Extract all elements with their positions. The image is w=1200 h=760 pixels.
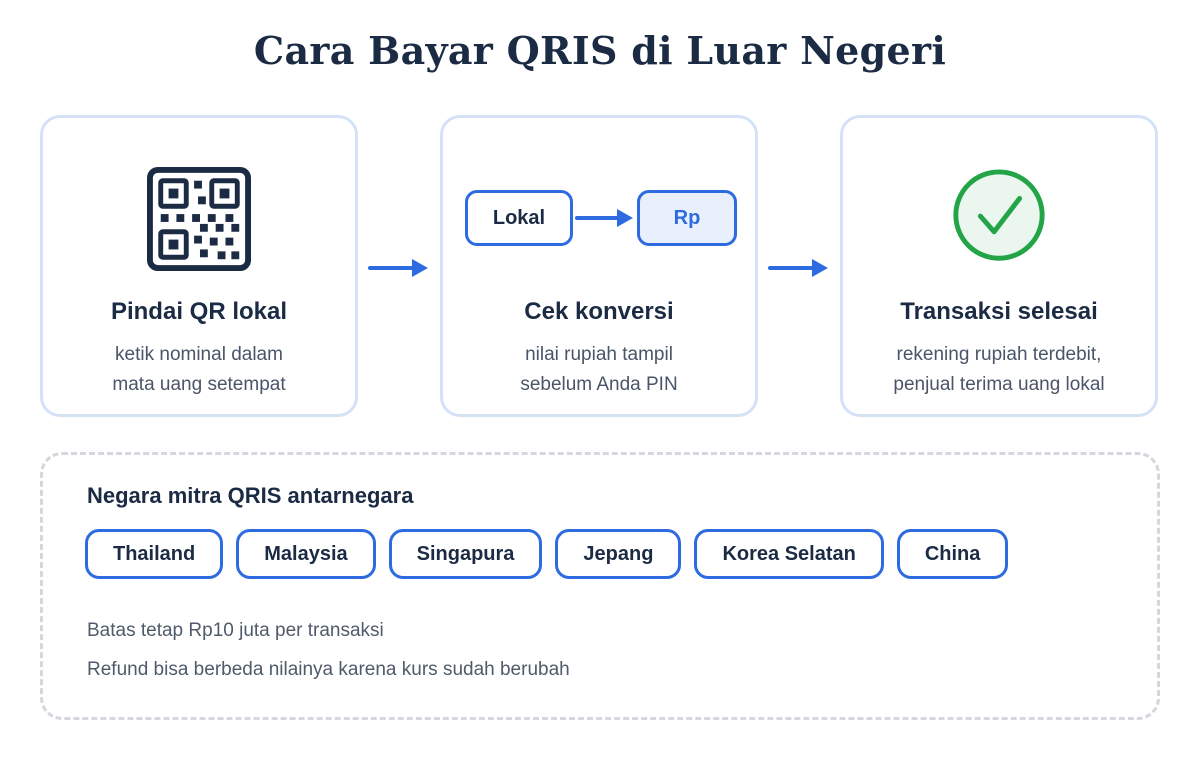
rupiah-box: Rp [637, 190, 737, 246]
step-title: Cek konversi [524, 298, 674, 325]
arrow-right-icon [768, 259, 828, 277]
country-chip-thailand: Thailand [85, 529, 224, 579]
step-title: Transaksi selesai [900, 298, 1098, 325]
country-chip-jepang: Jepang [555, 529, 682, 579]
page-title: Cara Bayar QRIS di Luar Negeri [253, 28, 947, 73]
step-card-scan: Pindai QR lokal ketik nominal dalam mata… [40, 115, 358, 417]
country-chip-malaysia: Malaysia [236, 529, 376, 579]
country-chip-list: Thailand Malaysia Singapura Jepang Korea… [85, 529, 1009, 579]
limit-note: Batas tetap Rp10 juta per transaksi [87, 620, 384, 641]
step-description: ketik nominal dalam mata uang setempat [43, 340, 355, 400]
step-description-line: penjual terima uang lokal [893, 374, 1105, 395]
partners-title: Negara mitra QRIS antarnegara [87, 483, 414, 508]
step-description: nilai rupiah tampil sebelum Anda PIN [443, 340, 755, 400]
step-description: rekening rupiah terdebit, penjual terima… [843, 340, 1155, 400]
check-circle-icon [953, 169, 1045, 261]
local-currency-box: Lokal [465, 190, 573, 246]
country-chip-china: China [896, 529, 1009, 579]
step-card-conversion: Lokal Rp Cek konversi nilai rupiah tampi… [440, 115, 758, 417]
country-chip-korea-selatan: Korea Selatan [694, 529, 884, 579]
country-chip-singapura: Singapura [388, 529, 543, 579]
step-description-line: rekening rupiah terdebit, [896, 344, 1102, 365]
step-description-line: mata uang setempat [112, 374, 286, 395]
step-description-line: ketik nominal dalam [115, 344, 283, 365]
qr-code-icon [147, 167, 251, 271]
step-card-complete: Transaksi selesai rekening rupiah terdeb… [840, 115, 1158, 417]
step-title: Pindai QR lokal [110, 298, 288, 325]
partner-countries-panel: Negara mitra QRIS antarnegara Thailand M… [40, 452, 1160, 720]
refund-note: Refund bisa berbeda nilainya karena kurs… [87, 659, 570, 680]
step-description-line: sebelum Anda PIN [520, 374, 678, 395]
arrow-right-icon [575, 209, 633, 227]
arrow-right-icon [368, 259, 428, 277]
step-description-line: nilai rupiah tampil [525, 344, 673, 365]
